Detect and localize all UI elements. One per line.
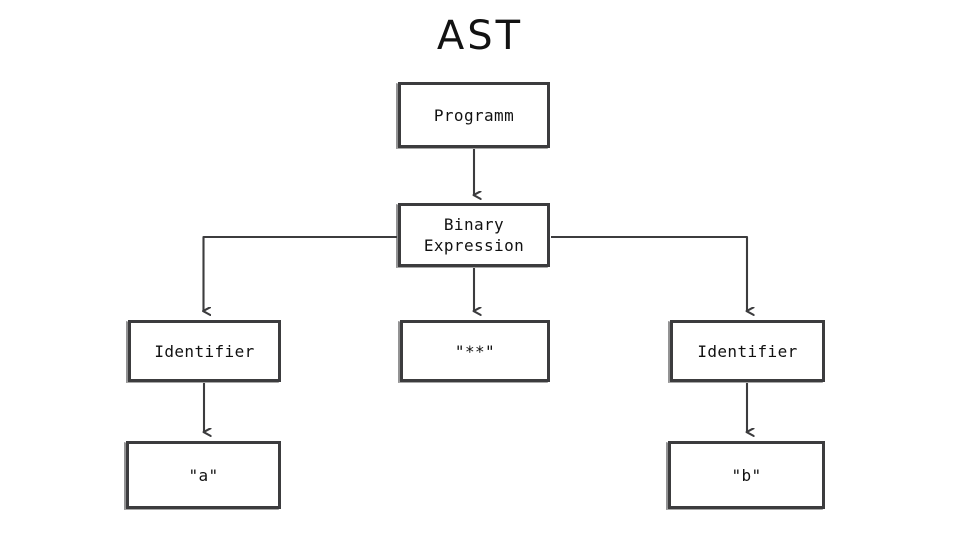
edge-binary-to-identifier-a [204,235,397,311]
node-identifier-left[interactable]: Identifier [126,320,281,383]
edge-binary-to-identifier-b [551,235,747,311]
node-literal-a[interactable]: "a" [124,441,281,510]
node-literal-b[interactable]: "b" [666,441,825,510]
diagram-title: AST [436,13,524,59]
node-binary-expression[interactable]: Binary Expression [396,203,550,268]
node-operator[interactable]: "**" [398,320,550,383]
node-identifier-right[interactable]: Identifier [668,320,825,383]
node-programm[interactable]: Programm [396,82,550,149]
